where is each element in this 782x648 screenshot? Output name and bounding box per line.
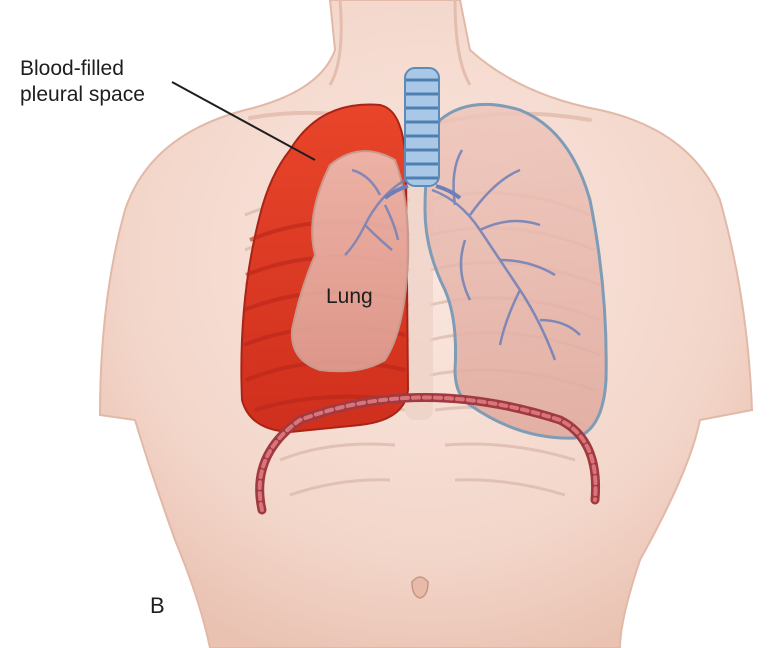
callout-line-2: pleural space xyxy=(20,82,145,108)
lung-label: Lung xyxy=(326,284,373,310)
panel-letter: B xyxy=(150,593,165,619)
callout-line-1: Blood-filled xyxy=(20,56,145,82)
navel xyxy=(412,577,428,598)
blood-filled-pleural-space-label: Blood-filled pleural space xyxy=(20,56,145,108)
